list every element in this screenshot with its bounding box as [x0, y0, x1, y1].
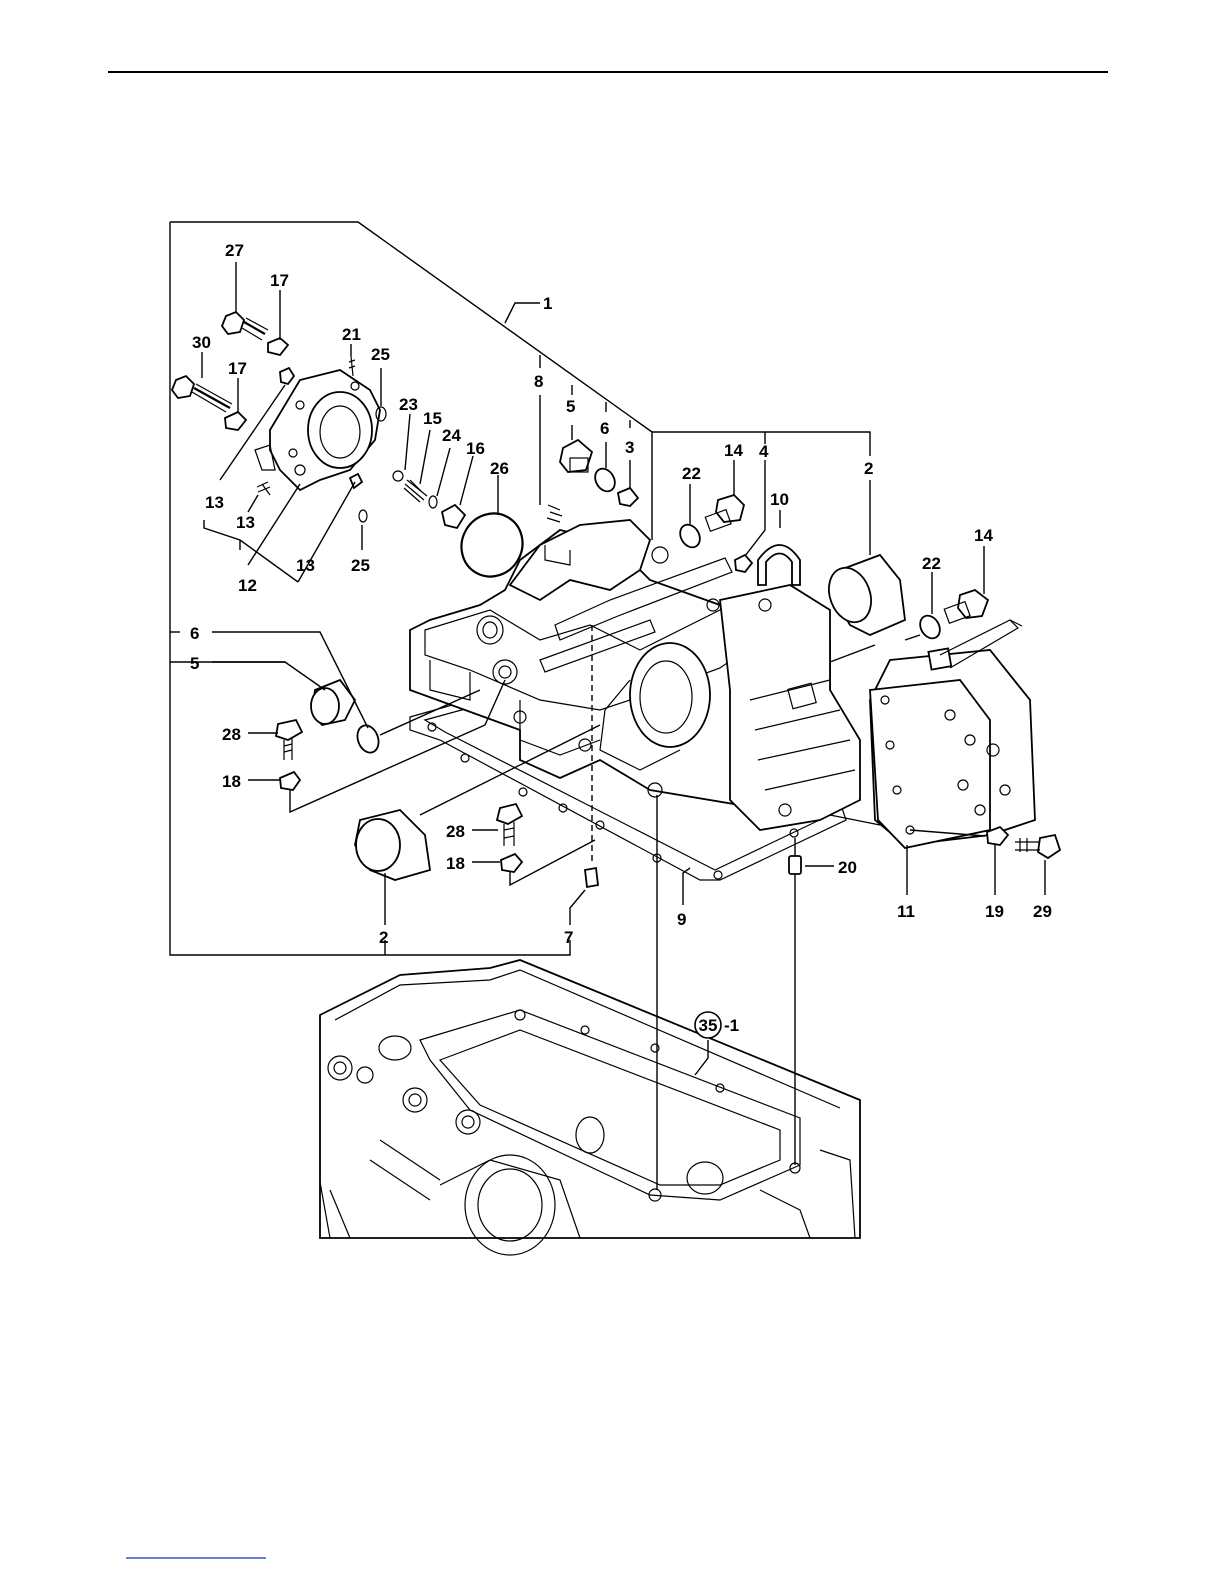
callout-17: 17 — [270, 271, 289, 290]
callout-28: 28 — [222, 725, 241, 744]
plug-13a — [280, 368, 294, 384]
plug-5 — [560, 440, 592, 472]
spring-15 — [404, 480, 427, 502]
callout-23: 23 — [399, 395, 418, 414]
bolt-30 — [172, 376, 232, 412]
bolt-27 — [222, 312, 268, 340]
callout-13: 13 — [236, 513, 255, 532]
callout-4: 4 — [759, 442, 769, 461]
callout-26: 26 — [490, 459, 509, 478]
bolt-28a — [276, 720, 302, 760]
plug-16 — [442, 505, 465, 528]
callout-12: 12 — [238, 576, 257, 595]
bolt-28b — [497, 804, 522, 846]
callout-30: 30 — [192, 333, 211, 352]
callout-27: 27 — [225, 241, 244, 260]
callout-16: 16 — [466, 439, 485, 458]
callout-25: 25 — [351, 556, 370, 575]
callout-24: 24 — [442, 426, 461, 445]
callout-19: 19 — [985, 902, 1004, 921]
callout-29: 29 — [1033, 902, 1052, 921]
callout-2: 2 — [379, 928, 388, 947]
callout-14: 14 — [974, 526, 993, 545]
pipe-10 — [758, 545, 800, 585]
callout-8: 8 — [534, 372, 543, 391]
plug-13c — [350, 474, 362, 488]
callout-21: 21 — [342, 325, 361, 344]
washer-6 — [591, 465, 619, 495]
washer-18a — [280, 772, 300, 790]
bolt-29 — [1015, 835, 1060, 858]
callout-10: 10 — [770, 490, 789, 509]
pin-7 — [585, 868, 598, 887]
cover-plate — [870, 620, 1035, 848]
callout-6: 6 — [190, 624, 199, 643]
callout-1: 1 — [543, 294, 552, 313]
oring-24 — [429, 496, 437, 508]
callout-3: 3 — [625, 438, 634, 457]
plug-3 — [618, 488, 638, 506]
callout-18: 18 — [446, 854, 465, 873]
callout-22: 22 — [922, 554, 941, 573]
callout-22: 22 — [682, 464, 701, 483]
callout-5: 5 — [190, 654, 199, 673]
callout-2: 2 — [864, 459, 873, 478]
callout-28: 28 — [446, 822, 465, 841]
reference-suffix: -1 — [724, 1016, 739, 1035]
plug-14b — [958, 590, 988, 618]
callout-13: 13 — [296, 556, 315, 575]
callout-25: 25 — [371, 345, 390, 364]
sleeve-2a — [822, 555, 905, 635]
callout-6: 6 — [600, 419, 609, 438]
washer-17b — [225, 412, 246, 430]
callout-15: 15 — [423, 409, 442, 428]
callout-13: 13 — [205, 493, 224, 512]
plug-4 — [735, 555, 752, 572]
callout-18: 18 — [222, 772, 241, 791]
washer-17a — [268, 338, 288, 355]
plug-5b — [311, 680, 355, 725]
flange-assembly — [255, 370, 380, 490]
plug-14a — [716, 495, 744, 522]
pin-21 — [349, 356, 355, 376]
callout-7: 7 — [564, 928, 573, 947]
callout-20: 20 — [838, 858, 857, 877]
washer-22b — [916, 612, 944, 642]
callout-17: 17 — [228, 359, 247, 378]
sleeve-2b — [355, 810, 430, 880]
plug-8 — [547, 505, 562, 522]
washer-22a — [676, 521, 704, 551]
plug-13b — [257, 482, 270, 495]
callout-5: 5 — [566, 397, 575, 416]
pin-20 — [789, 856, 801, 874]
washer-18b — [501, 854, 522, 872]
callout-11: 11 — [897, 902, 915, 921]
oring-25b — [359, 510, 367, 522]
reference-circle-label: 35 — [699, 1016, 718, 1035]
callout-14: 14 — [724, 441, 743, 460]
transmission-case — [320, 960, 860, 1255]
reference-callout: 35 -1 — [695, 1012, 739, 1038]
callout-9: 9 — [677, 910, 686, 929]
ball-23 — [393, 471, 403, 481]
